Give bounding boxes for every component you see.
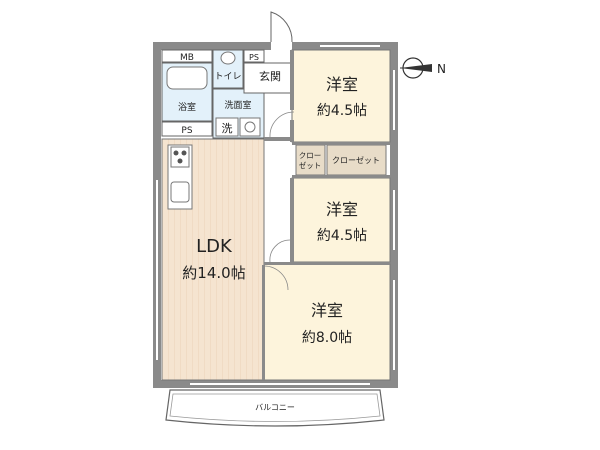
compass-north-label: N bbox=[437, 62, 446, 76]
closet-small-label-line1: クロー bbox=[299, 151, 322, 160]
sink bbox=[239, 117, 261, 137]
balcony-railing bbox=[169, 393, 381, 422]
toilet-label: トイレ bbox=[214, 72, 241, 82]
interior-walls bbox=[262, 50, 390, 380]
closet-large-label: クローゼット bbox=[332, 155, 380, 165]
ps-top-label: PS bbox=[249, 53, 259, 62]
western-room-north-size: 約4.5帖 bbox=[317, 103, 367, 119]
kitchen-counter bbox=[167, 144, 193, 210]
mb-label: MB bbox=[180, 53, 194, 63]
closet-small-label-line2: ゼット bbox=[299, 160, 322, 170]
entrance-area bbox=[243, 62, 293, 94]
door-swings bbox=[263, 111, 295, 291]
closet-small bbox=[295, 144, 326, 176]
western-room-middle-size: 約4.5帖 bbox=[317, 228, 367, 244]
balcony bbox=[165, 389, 385, 427]
western-room-north bbox=[291, 49, 391, 143]
bath-label: 浴室 bbox=[178, 101, 196, 113]
entrance-step bbox=[263, 92, 293, 139]
windows bbox=[156, 45, 395, 385]
ps-bottom-label: PS bbox=[181, 126, 192, 136]
washer-space bbox=[215, 117, 239, 137]
ldk-name: LDK bbox=[196, 236, 233, 257]
ldk-size: 約14.0帖 bbox=[182, 264, 245, 282]
western-room-south-name: 洋室 bbox=[311, 301, 343, 320]
western-room-north-name: 洋室 bbox=[326, 75, 358, 94]
front-door-swing bbox=[270, 11, 293, 43]
balcony-label: バルコニー bbox=[255, 403, 295, 412]
western-room-middle bbox=[291, 177, 391, 263]
washroom-label: 洗面室 bbox=[224, 99, 251, 111]
ps-top-space bbox=[243, 49, 265, 63]
washer-label: 洗 bbox=[222, 122, 233, 135]
mb-space bbox=[161, 49, 213, 63]
compass-icon bbox=[400, 57, 432, 79]
ps-bottom-space bbox=[161, 121, 213, 137]
bathtub bbox=[166, 66, 208, 90]
western-room-middle-name: 洋室 bbox=[326, 200, 358, 219]
toilet-bowl bbox=[220, 51, 236, 65]
sink-basin-icon bbox=[244, 121, 256, 133]
entrance-label: 玄関 bbox=[259, 69, 281, 83]
western-room-south-size: 約8.0帖 bbox=[302, 330, 352, 346]
western-room-south bbox=[263, 263, 391, 381]
